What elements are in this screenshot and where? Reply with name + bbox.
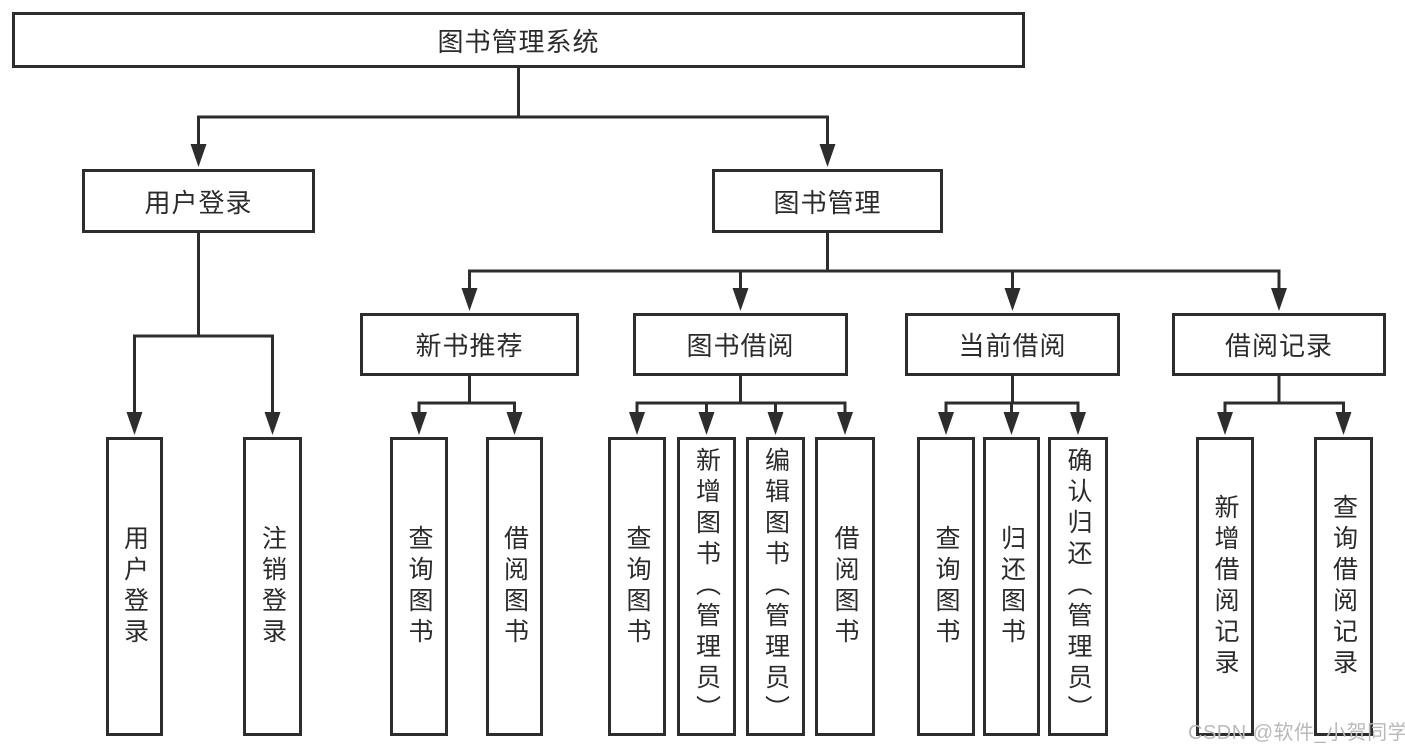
leaf-borrow-books-recommend: 借阅图书 [486, 437, 543, 736]
node-root-system: 图书管理系统 [12, 12, 1025, 68]
node-new-book-recommendation: 新书推荐 [360, 313, 579, 376]
connector-root-to-level2 [190, 66, 836, 167]
node-borrowing-records: 借阅记录 [1172, 313, 1386, 376]
leaf-user-login: 用户登录 [106, 437, 163, 736]
leaf-logout: 注销登录 [243, 437, 302, 736]
leaf-add-borrow-record: 新增借阅记录 [1196, 437, 1254, 736]
leaf-return-book: 归还图书 [983, 437, 1040, 736]
leaf-query-borrow-record: 查询借阅记录 [1314, 437, 1373, 736]
connector-new-book-branch [411, 376, 523, 435]
leaf-query-books-current: 查询图书 [917, 437, 975, 736]
leaf-add-book-admin: 新增图书（管理员） [677, 437, 736, 736]
connector-book-management-branch [461, 233, 1287, 311]
csdn-watermark: CSDN @软件_小贺同学 [1188, 722, 1405, 744]
leaf-edit-book-admin: 编辑图书（管理员） [746, 437, 805, 736]
leaf-query-books-borrowing: 查询图书 [608, 437, 666, 736]
leaf-borrow-books-borrowing: 借阅图书 [815, 437, 875, 736]
leaf-confirm-return-admin: 确认归还（管理员） [1048, 437, 1108, 736]
connector-borrowing-records-branch [1217, 376, 1352, 435]
connector-current-borrowing-branch [938, 376, 1086, 435]
leaf-query-books-recommend: 查询图书 [390, 437, 448, 736]
connector-user-login-branch [126, 233, 281, 435]
node-current-borrowing: 当前借阅 [905, 313, 1120, 376]
node-book-borrowing: 图书借阅 [633, 313, 848, 376]
connector-book-borrowing-branch [629, 376, 853, 435]
node-user-login: 用户登录 [82, 169, 315, 233]
node-book-management: 图书管理 [712, 169, 943, 233]
